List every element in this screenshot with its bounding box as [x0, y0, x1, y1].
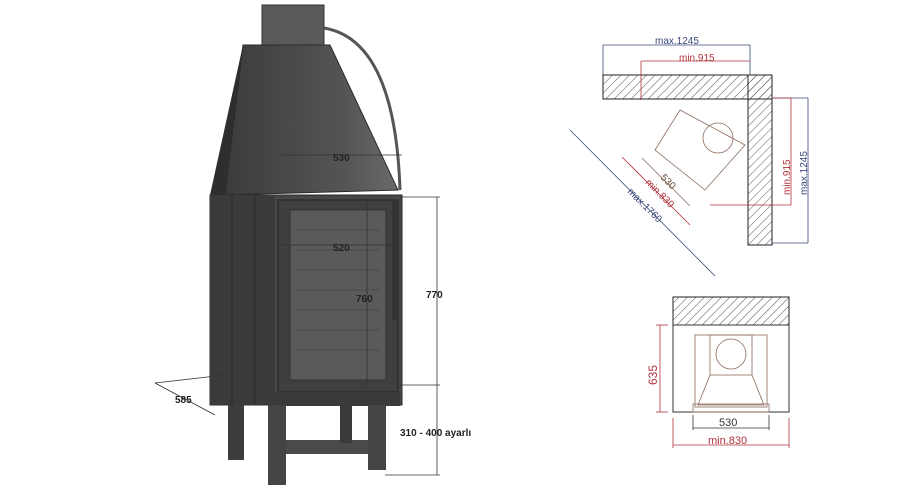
corner-side-min-label: min.915 [782, 159, 793, 195]
wall-back [672, 296, 790, 326]
front-plan: 635 530 min.830 [646, 296, 790, 448]
leg-crossbar [286, 440, 368, 454]
hood-width-label: 530 [333, 153, 350, 164]
front-min-width-label: min.830 [708, 435, 747, 447]
wall-top [602, 74, 773, 100]
fireplace-3d-view [209, 4, 403, 485]
door-handle [392, 200, 398, 320]
door-height-label: 760 [356, 294, 373, 305]
corner-plan: max.1245 min.915 min.915 max.1245 530 mi… [569, 36, 810, 277]
body-side-panel [210, 195, 275, 405]
base-plate [270, 392, 400, 406]
wall-right [747, 74, 773, 246]
leg-left-back [228, 405, 244, 460]
hood-side [210, 45, 243, 195]
leg-height-label: 310 - 400 ayarlı [400, 428, 471, 439]
corner-side-max-label: max.1245 [799, 151, 810, 195]
body-height-label: 770 [426, 290, 443, 301]
leg-right-front [368, 405, 386, 470]
depth-label: 585 [175, 395, 192, 406]
corner-top-max-label: max.1245 [655, 36, 699, 47]
front-width-label: 530 [719, 417, 737, 429]
plan-outline [672, 324, 790, 413]
fireplace-dimensions [154, 154, 440, 476]
corner-top-min-label: min.915 [679, 53, 715, 64]
firebox-glass [289, 209, 387, 381]
chimney-pipe [261, 4, 325, 48]
leg-left-front [268, 405, 286, 485]
leg-right-back [340, 405, 352, 443]
front-depth-label: 635 [646, 365, 660, 385]
firebrick-lines [296, 229, 380, 351]
heat-shield-arc [323, 26, 402, 191]
hood [224, 44, 399, 196]
door-width-label: 520 [333, 243, 350, 254]
